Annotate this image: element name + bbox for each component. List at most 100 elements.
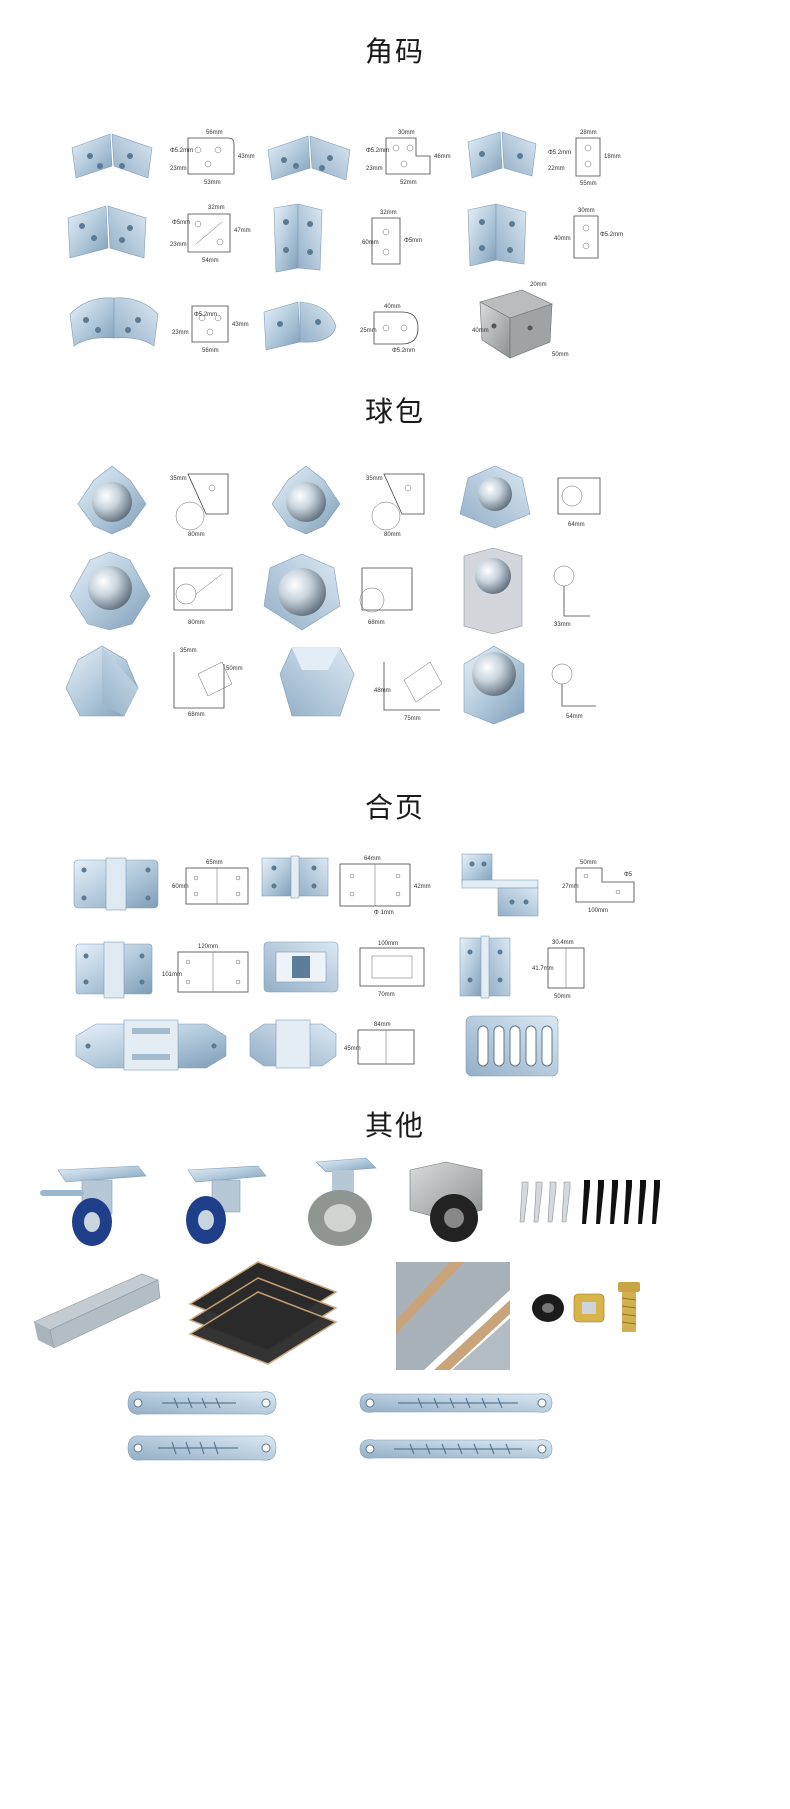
corner-brace-photo	[263, 301, 337, 351]
svg-text:80mm: 80mm	[188, 620, 205, 626]
hinge-photo	[75, 1019, 227, 1071]
svg-text:48mm: 48mm	[374, 688, 391, 694]
svg-text:30.4mm: 30.4mm	[552, 940, 574, 946]
ball-corner-item: 35mm 50mm 68mm	[64, 644, 274, 728]
hinge-drawing: 120mm 101mm	[162, 944, 249, 993]
svg-text:30mm: 30mm	[578, 208, 595, 214]
svg-text:Φ5.2mm: Φ5.2mm	[392, 348, 415, 354]
svg-text:40mm: 40mm	[384, 304, 401, 310]
svg-text:35mm: 35mm	[180, 648, 197, 654]
svg-text:42mm: 42mm	[414, 884, 431, 890]
svg-text:43mm: 43mm	[232, 322, 249, 328]
plywood-black-photo	[188, 1261, 338, 1365]
caster-rubber-photo	[308, 1157, 377, 1246]
svg-text:101mm: 101mm	[162, 972, 182, 978]
lid-stay-photo	[127, 1391, 277, 1415]
lid-stay-item	[126, 1430, 278, 1466]
hinge-item: 84mm 45mm	[248, 1018, 428, 1076]
hinge-photo	[461, 853, 539, 917]
ball-corner-item: 48mm 75mm	[278, 644, 478, 728]
svg-text:25mm: 25mm	[360, 328, 377, 334]
hinge-drawing: 84mm 45mm	[344, 1022, 415, 1065]
svg-text:70mm: 70mm	[378, 992, 395, 998]
corner-brace-item: 28mm Φ5.2mm 18mm 22mm 55mm	[464, 128, 654, 188]
hardware-nut-bolt-photo	[532, 1282, 640, 1332]
svg-text:65mm: 65mm	[206, 860, 223, 866]
svg-text:50mm: 50mm	[554, 994, 571, 1000]
vent-plate-photo	[465, 1015, 559, 1077]
svg-text:50mm: 50mm	[552, 352, 569, 358]
lid-stay-photo	[127, 1435, 277, 1461]
ball-corner-photo	[463, 547, 523, 635]
svg-text:30mm: 30mm	[398, 130, 415, 136]
hinge-item: 100mm 70mm	[262, 938, 462, 1000]
svg-text:Φ 1mm: Φ 1mm	[374, 910, 394, 916]
ball-corner-photo	[65, 645, 139, 717]
ball-corner-item: 35mm 80mm	[268, 464, 468, 540]
svg-text:45mm: 45mm	[344, 1046, 361, 1052]
hinge-drawing: 100mm 70mm	[359, 941, 425, 998]
corner-brace-photo	[69, 297, 159, 347]
corner-brace-item: 30mm Φ5.2mm 46mm 23mm 52mm	[266, 128, 466, 188]
svg-text:100mm: 100mm	[588, 908, 608, 914]
ball-corner-item: 35mm 80mm	[74, 464, 274, 540]
corner-brace-item: 20mm 40mm 50mm	[472, 276, 572, 368]
hinge-photo	[263, 941, 339, 993]
corner-brace-drawing: 40mm 25mm Φ5.2mm	[360, 304, 419, 354]
hinge-photo	[73, 857, 159, 911]
svg-text:120mm: 120mm	[198, 944, 218, 950]
corner-brace-photo	[267, 135, 351, 181]
svg-text:60mm: 60mm	[362, 240, 379, 246]
corner-brace-item: 56mm Φ5.2mm 43mm 23mm 53mm	[68, 128, 268, 188]
svg-text:22mm: 22mm	[548, 166, 565, 172]
svg-text:52mm: 52mm	[400, 180, 417, 186]
caster-swivel-photo	[186, 1165, 267, 1244]
svg-text:50mm: 50mm	[580, 860, 597, 866]
hinge-item	[74, 1016, 234, 1076]
lid-stay-item	[358, 1386, 554, 1420]
corner-brace-drawing: 30mm Φ5.2mm 40mm	[554, 208, 623, 259]
corner-brace-drawing: 30mm Φ5.2mm 46mm 23mm 52mm	[366, 130, 451, 186]
corner-brace-item: 32mm Φ5mm 60mm	[270, 202, 450, 274]
corner-brace-item: Φ5.2mm 43mm 23mm 56mm	[68, 292, 268, 358]
ball-corner-photo	[263, 553, 341, 631]
ball-corner-photo	[459, 465, 531, 529]
ball-corner-drawing: 48mm 75mm	[374, 661, 443, 722]
svg-text:64mm: 64mm	[364, 856, 381, 862]
svg-text:40mm: 40mm	[554, 236, 571, 242]
caster-rubber-item	[296, 1156, 386, 1248]
svg-text:33mm: 33mm	[554, 622, 571, 628]
hinge-item: 50mm 27mm 100mm Φ5	[458, 852, 658, 922]
lid-stay-photo	[359, 1393, 553, 1413]
caster-corner-item	[406, 1160, 486, 1246]
ball-corner-drawing: 35mm 80mm	[366, 473, 425, 538]
ball-corner-drawing: 80mm	[173, 567, 233, 626]
svg-text:84mm: 84mm	[374, 1022, 391, 1028]
plywood-laminate-item	[394, 1260, 512, 1372]
caster-swivel-item	[176, 1160, 286, 1250]
hinge-photo	[459, 935, 511, 999]
rivets-photo	[519, 1180, 660, 1224]
svg-text:Φ5: Φ5	[624, 872, 633, 878]
svg-text:23mm: 23mm	[170, 242, 187, 248]
svg-text:50mm: 50mm	[226, 666, 243, 672]
ball-corner-photo	[279, 647, 355, 717]
section-title-others: 其他	[364, 1109, 425, 1142]
corner-brace-photo	[467, 203, 527, 267]
svg-text:43mm: 43mm	[238, 154, 255, 160]
svg-text:80mm: 80mm	[188, 532, 205, 538]
hinge-item: 65mm 60mm	[72, 856, 272, 914]
aluminum-angle-item	[32, 1266, 162, 1350]
svg-text:54mm: 54mm	[202, 258, 219, 264]
caster-brake-photo	[40, 1165, 147, 1246]
ball-corner-item: 33mm	[460, 546, 640, 638]
svg-text:64mm: 64mm	[568, 522, 585, 528]
caster-corner-photo	[409, 1161, 483, 1242]
ball-corner-photo	[77, 465, 147, 535]
svg-text:80mm: 80mm	[384, 532, 401, 538]
hinge-item: 120mm 101mm	[74, 940, 274, 1002]
corner-brace-drawing: Φ5.2mm 43mm 23mm 56mm	[172, 305, 249, 354]
hinge-drawing: 65mm 60mm	[172, 860, 249, 905]
ball-corner-drawing: 64mm	[557, 477, 601, 528]
svg-text:23mm: 23mm	[170, 166, 187, 172]
